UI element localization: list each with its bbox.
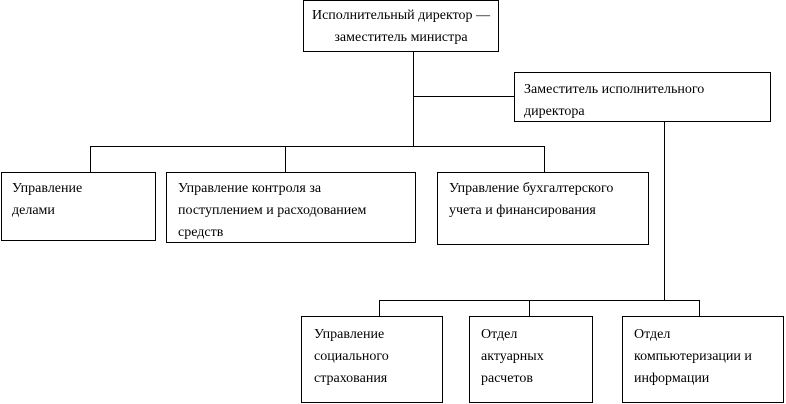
node-text: поступлением и расходованием [178, 203, 367, 218]
node-text: компьютеризации и [634, 349, 752, 364]
node-text: учета и финансирования [449, 203, 596, 218]
node-text: Управление бухгалтерского [449, 181, 614, 196]
node-text: Отдел [481, 327, 518, 342]
node-text: актуарных [481, 349, 544, 364]
node-computing-department: Отдел компьютеризации и информации [622, 316, 784, 403]
node-text: директора [524, 104, 585, 119]
node-text: информации [634, 371, 710, 386]
node-executive-director: Исполнительный директор — заместитель ми… [303, 0, 499, 52]
node-text: Управление контроля за [178, 181, 322, 196]
node-actuarial-department: Отдел актуарных расчетов [469, 316, 593, 403]
node-text: Исполнительный директор — [311, 8, 491, 23]
node-text: Отдел [634, 327, 671, 342]
node-text: расчетов [481, 371, 533, 386]
node-text: Заместитель исполнительного [524, 82, 705, 97]
node-social-insurance: Управление социального страхования [301, 316, 443, 403]
node-deputy-director: Заместитель исполнительного директора [514, 72, 771, 122]
node-text: заместитель министра [334, 30, 468, 45]
node-administration-affairs: Управление делами [1, 172, 156, 241]
node-text: Управление [314, 327, 385, 342]
node-text: средств [178, 225, 224, 240]
node-accounting-department: Управление бухгалтерского учета и финанс… [437, 172, 649, 245]
node-text: социального [314, 349, 389, 364]
node-text: Управление [12, 181, 83, 196]
node-control-department: Управление контроля за поступлением и ра… [166, 172, 416, 243]
node-text: страхования [314, 371, 388, 386]
node-text: делами [12, 203, 55, 218]
